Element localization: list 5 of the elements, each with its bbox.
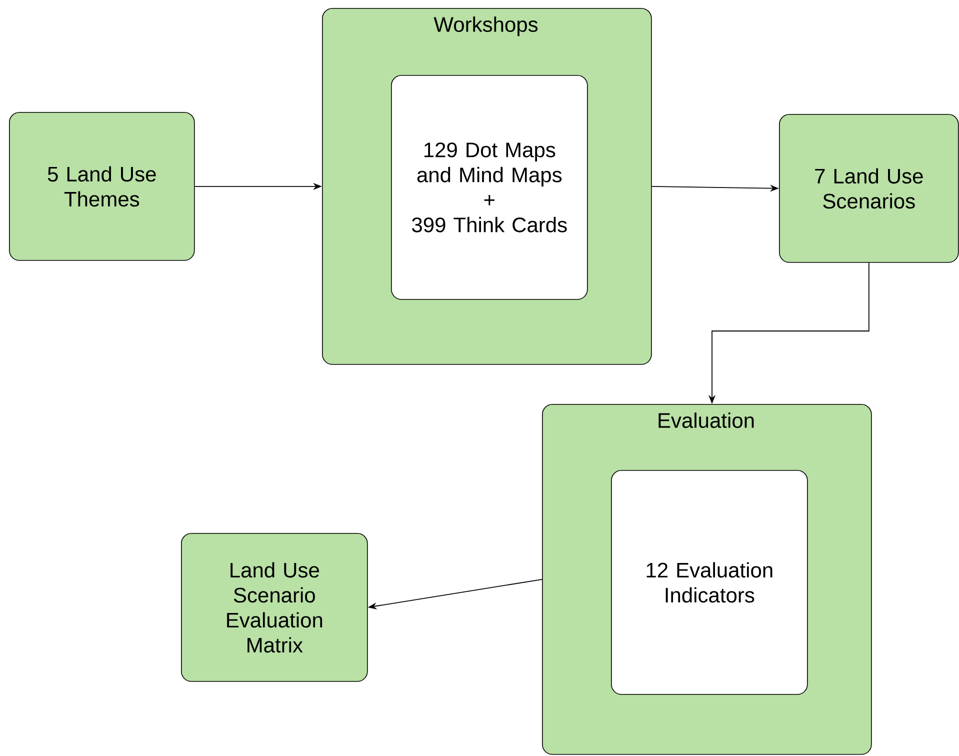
process-box: 7 Land Use Scenarios [779,114,959,263]
inner-box: 12 Evaluation Indicators [611,470,808,695]
process-box: 5 Land Use Themes [9,112,195,261]
process-box: Land Use Scenario Evaluation Matrix [181,533,368,682]
inner-box: 129 Dot Maps and Mind Maps + 399 Think Cards [391,75,588,300]
